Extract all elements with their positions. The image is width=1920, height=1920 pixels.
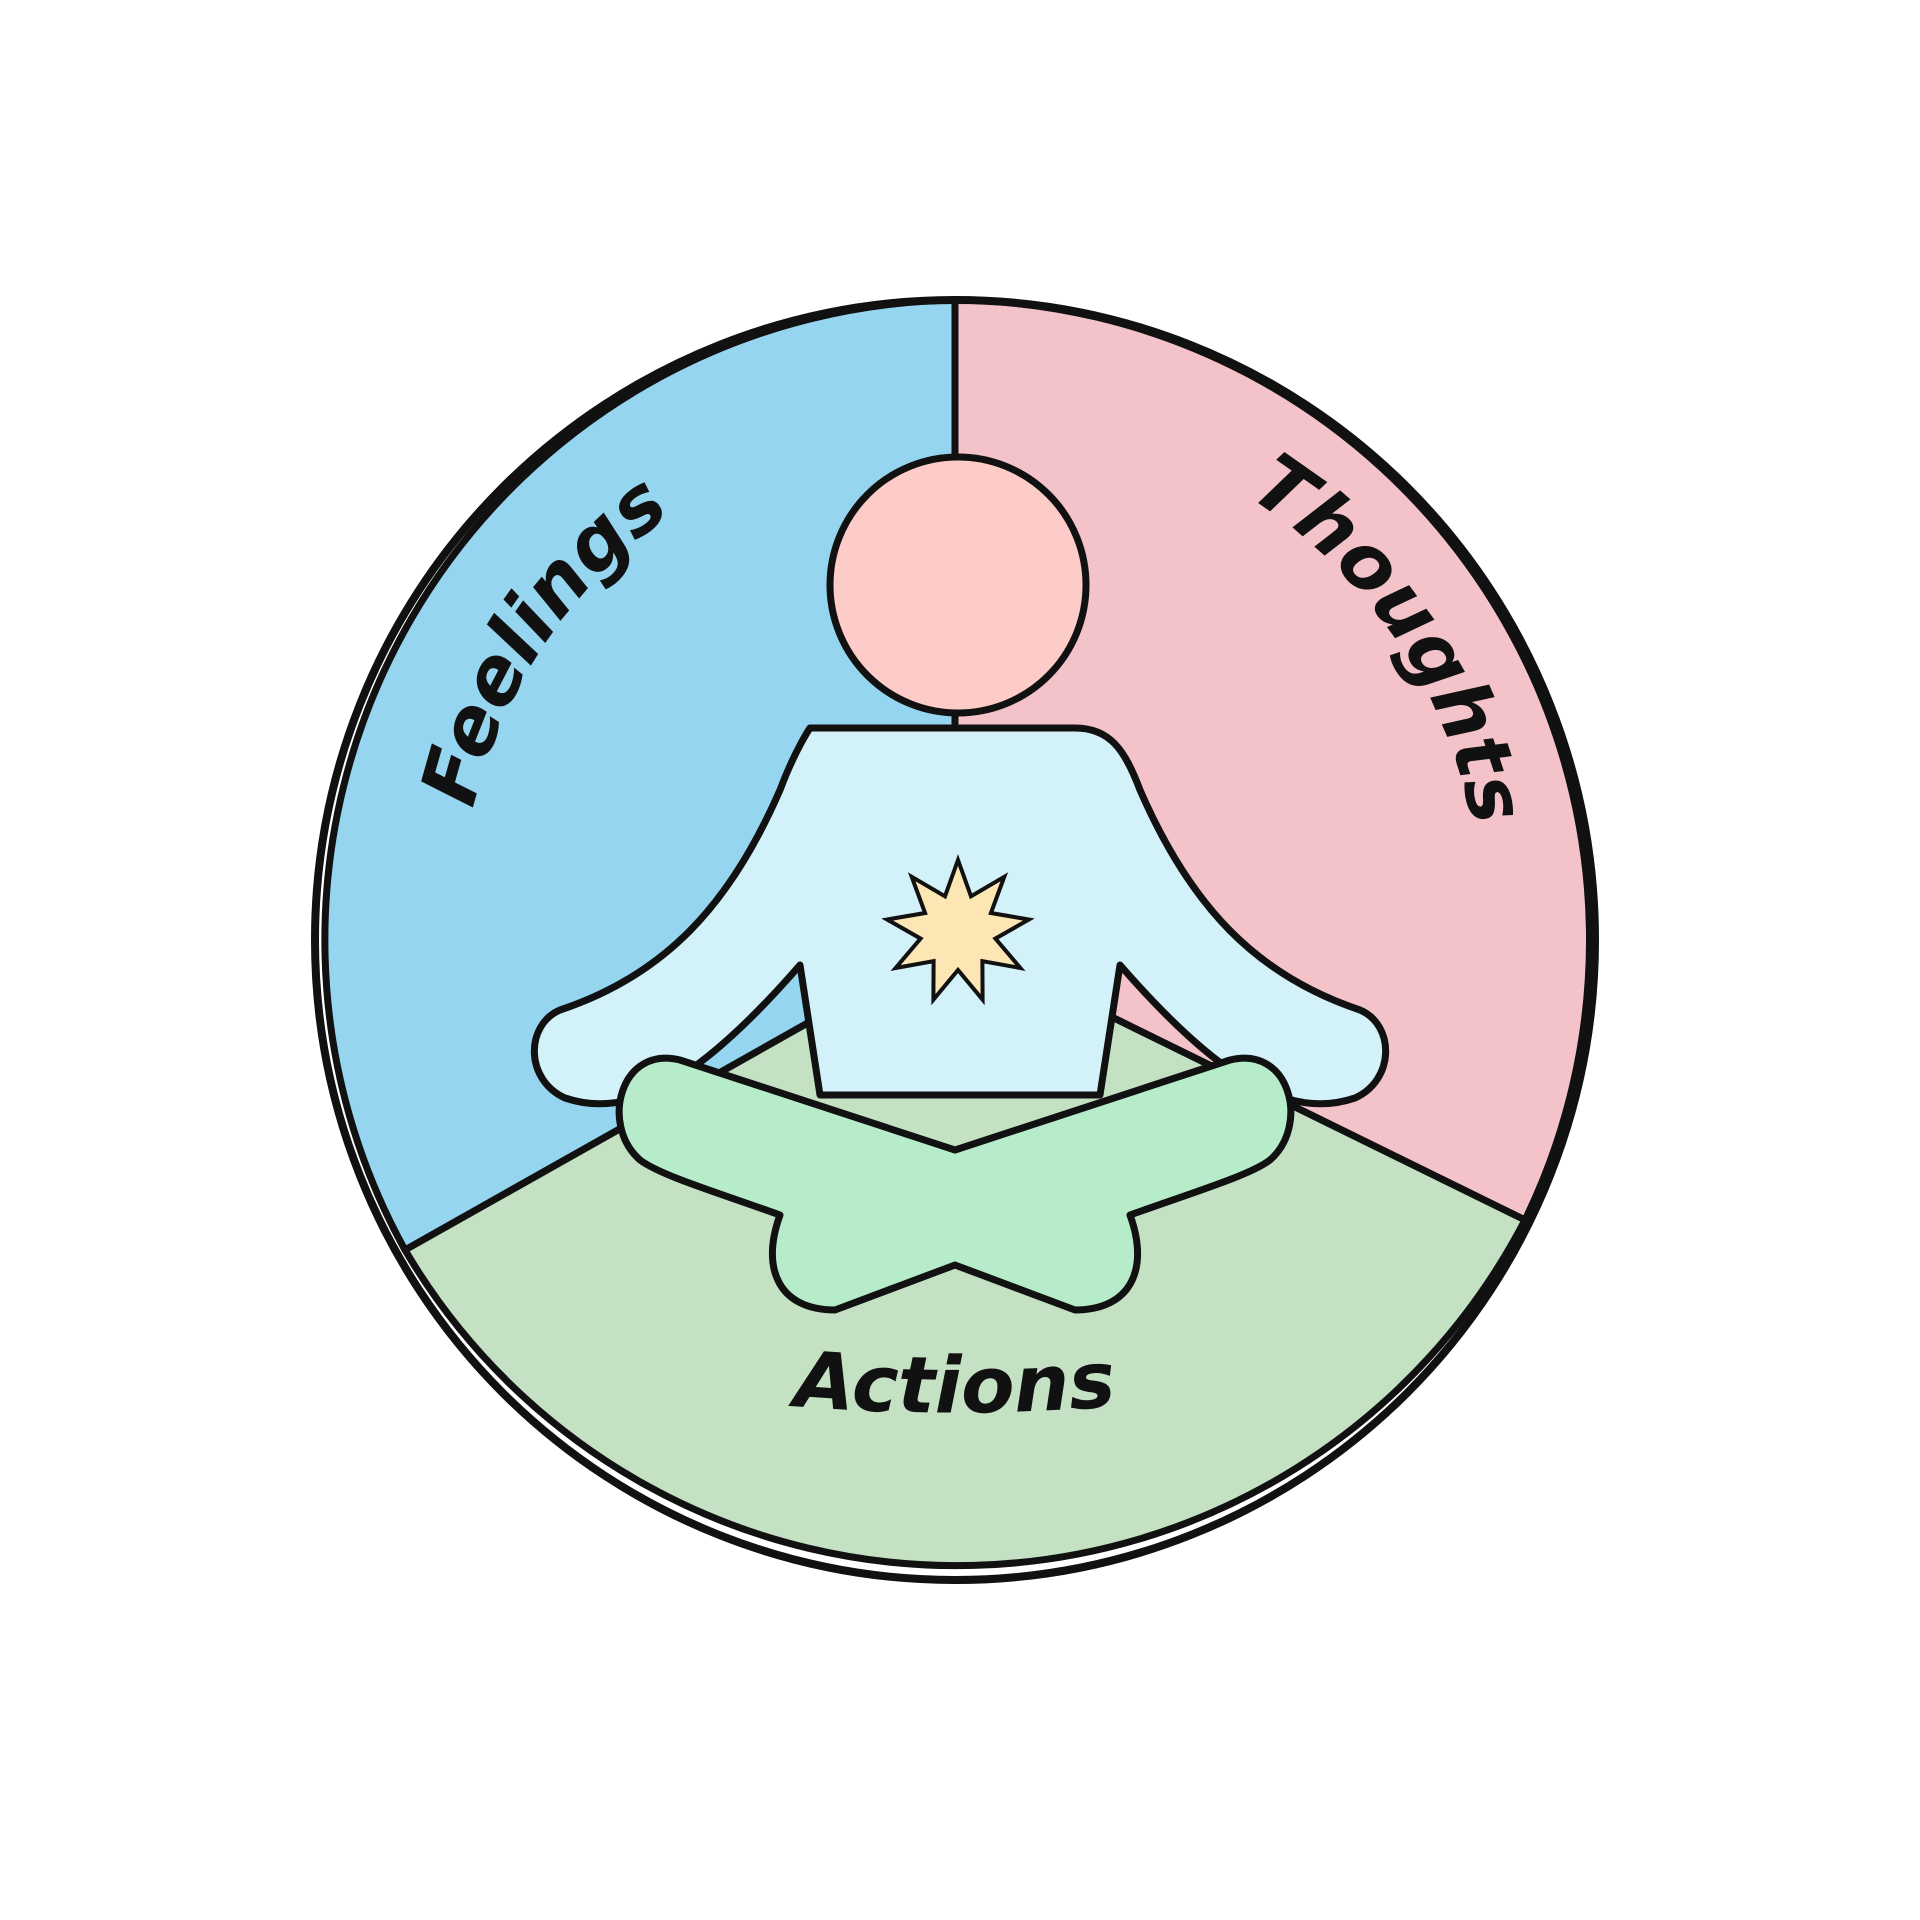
label-actions: Actions	[786, 1335, 1118, 1432]
label-actions-text: Actions	[786, 1335, 1118, 1432]
star-icon	[881, 854, 1035, 1006]
meditating-person-icon	[530, 453, 1390, 1314]
head-shape	[826, 453, 1090, 717]
wheel-outline	[311, 296, 1599, 1584]
legs-shape	[615, 1054, 1295, 1314]
